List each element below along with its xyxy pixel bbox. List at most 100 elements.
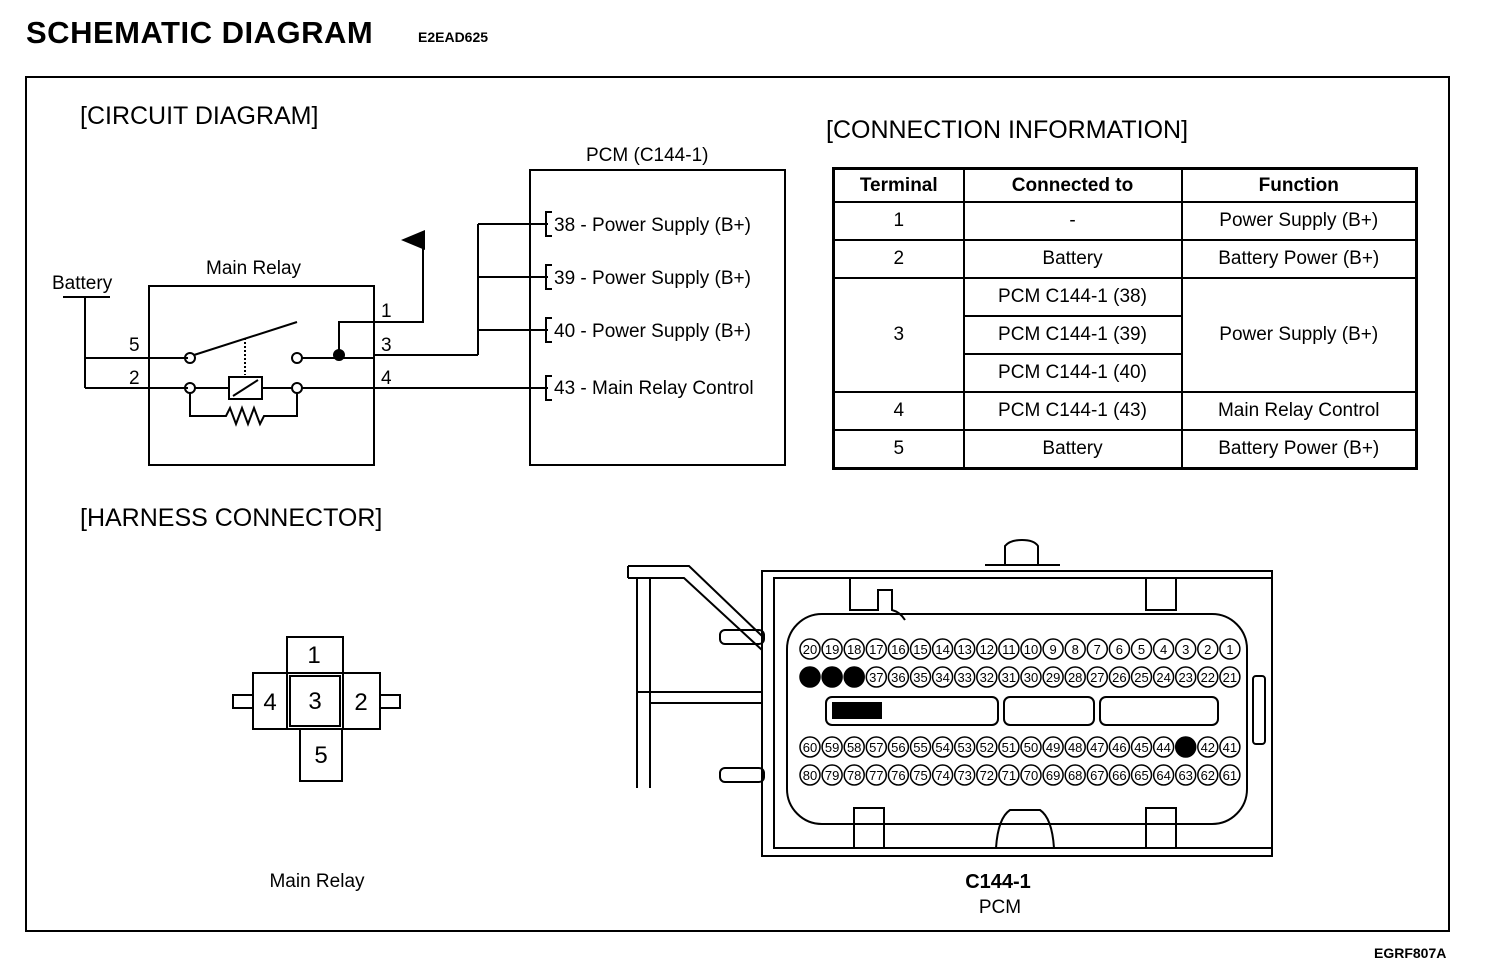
pcm-pin-number: 49 bbox=[1046, 740, 1060, 755]
pcm-pin-1 bbox=[1219, 638, 1241, 660]
pcm-pin-number: 59 bbox=[825, 740, 839, 755]
pcm-pin-27 bbox=[1086, 666, 1109, 688]
pcm-pin-number: 35 bbox=[913, 670, 927, 685]
main-relay-label: Main Relay bbox=[206, 258, 302, 279]
pcm-harness-connector bbox=[627, 538, 1273, 857]
relay-harness-num: 4 bbox=[263, 689, 276, 716]
pcm-pin-number: 16 bbox=[891, 642, 905, 657]
connector-slot-lock bbox=[832, 702, 882, 719]
pcm-pin-79 bbox=[821, 764, 843, 786]
pcm-pin-35 bbox=[909, 666, 932, 688]
cell-function: Power Supply (B+) bbox=[1180, 277, 1418, 393]
pcm-pin-6 bbox=[1108, 638, 1131, 660]
pcm-pin-number: 20 bbox=[803, 642, 817, 657]
pcm-pin-number: 1 bbox=[1226, 642, 1233, 657]
pcm-connector-label: PCM bbox=[979, 897, 1021, 918]
pcm-pin-number: 70 bbox=[1024, 768, 1038, 783]
pcm-pin-number: 31 bbox=[1002, 670, 1016, 685]
pcm-pin-16 bbox=[887, 638, 910, 660]
cell-terminal: 5 bbox=[832, 429, 965, 470]
pcm-pin-number: 50 bbox=[1024, 740, 1038, 755]
pcm-pin-number: 17 bbox=[869, 642, 883, 657]
pcm-pin-number: 57 bbox=[869, 740, 883, 755]
pcm-pin-number: 64 bbox=[1156, 768, 1170, 783]
pcm-pin-number: 79 bbox=[825, 768, 839, 783]
pcm-pin-49 bbox=[1042, 736, 1064, 758]
pcm-pin-55 bbox=[909, 736, 932, 758]
pcm-pin-number: 41 bbox=[1223, 740, 1237, 755]
pcm-pin-61 bbox=[1219, 764, 1241, 786]
pcm-pin-4 bbox=[1152, 638, 1175, 660]
cell-function: Power Supply (B+) bbox=[1180, 201, 1418, 241]
switch-contact-right bbox=[291, 352, 303, 364]
circuit-diagram bbox=[63, 169, 786, 466]
pcm-connector-code: C144-1 bbox=[965, 871, 1031, 893]
pcm-pin-34 bbox=[931, 666, 954, 688]
pcm-pin-40 bbox=[799, 666, 821, 688]
pcm-pin-73 bbox=[953, 764, 976, 786]
coil-node-right bbox=[291, 382, 303, 394]
pcm-pin-52 bbox=[976, 736, 998, 758]
pcm-pin-number: 68 bbox=[1068, 768, 1082, 783]
relay-coil bbox=[228, 376, 263, 400]
pcm-pin-number: 3 bbox=[1182, 642, 1189, 657]
main-relay-box bbox=[148, 285, 375, 466]
pcm-pin-78 bbox=[843, 764, 865, 786]
pcm-pin-12 bbox=[976, 638, 998, 660]
table-row: 3 PCM C144-1 (38) Power Supply (B+) bbox=[832, 277, 1418, 393]
pcm-pin-number: 18 bbox=[847, 642, 861, 657]
circuit-labels: Battery Main Relay PCM (C144-1) 1 3 4 5 … bbox=[52, 145, 754, 399]
pcm-pin-20 bbox=[799, 638, 821, 660]
header-terminal: Terminal bbox=[832, 167, 965, 203]
pcm-pin-72 bbox=[976, 764, 998, 786]
pcm-pin-46 bbox=[1108, 736, 1131, 758]
pcm-pin-22 bbox=[1197, 666, 1219, 688]
pcm-pin-number: 66 bbox=[1112, 768, 1126, 783]
pcm-pin-23 bbox=[1174, 666, 1197, 688]
pcm-pin-41 bbox=[1219, 736, 1241, 758]
pcm-pin-number: 52 bbox=[980, 740, 994, 755]
pcm-pin-number: 71 bbox=[1002, 768, 1016, 783]
page-title: SCHEMATIC DIAGRAM bbox=[26, 15, 374, 50]
pcm-pin-8 bbox=[1064, 638, 1086, 660]
pcm-pin-24 bbox=[1152, 666, 1175, 688]
pcm-pin-57 bbox=[865, 736, 888, 758]
pcm-pin-37 bbox=[865, 666, 888, 688]
pcm-pin-30 bbox=[1020, 666, 1042, 688]
pcm-pin-number: 29 bbox=[1046, 670, 1060, 685]
pcm-pin-44 bbox=[1152, 736, 1175, 758]
pcm-pin-number: 36 bbox=[891, 670, 905, 685]
relay-pin-2: 2 bbox=[129, 368, 140, 389]
pcm-pin-number: 67 bbox=[1090, 768, 1104, 783]
pcm-pin-60 bbox=[799, 736, 821, 758]
pcm-pin-11 bbox=[998, 638, 1020, 660]
pcm-pin-5 bbox=[1130, 638, 1153, 660]
cell-terminal: 1 bbox=[832, 201, 965, 241]
pcm-pin-63 bbox=[1174, 764, 1197, 786]
pcm-pin-number: 77 bbox=[869, 768, 883, 783]
pcm-pin-32 bbox=[976, 666, 998, 688]
pcm-pin-64 bbox=[1152, 764, 1175, 786]
pcm-pin-number: 51 bbox=[1002, 740, 1016, 755]
pcm-pin-71 bbox=[998, 764, 1020, 786]
circuit-diagram-heading: [CIRCUIT DIAGRAM] bbox=[80, 102, 319, 130]
relay-pin-4: 4 bbox=[381, 368, 392, 389]
pcm-pin-number: 19 bbox=[825, 642, 839, 657]
pcm-pin-number: 28 bbox=[1068, 670, 1082, 685]
pin1-arrow-wire bbox=[338, 230, 425, 355]
pcm-pin-38: 38 - Power Supply (B+) bbox=[554, 215, 751, 236]
switch-contact-left bbox=[184, 352, 196, 364]
pcm-pin-number: 10 bbox=[1024, 642, 1038, 657]
relay-resistor bbox=[189, 393, 298, 427]
pcm-pin-29 bbox=[1042, 666, 1064, 688]
pcm-pin-number: 12 bbox=[980, 642, 994, 657]
pcm-pin-68 bbox=[1064, 764, 1086, 786]
pcm-pin-18 bbox=[843, 638, 865, 660]
cell-terminal: 4 bbox=[832, 391, 965, 431]
pcm-pin-number: 60 bbox=[803, 740, 817, 755]
relay-harness-connector bbox=[232, 636, 401, 782]
pcm-pin-62 bbox=[1197, 764, 1219, 786]
pcm-pin-39 bbox=[821, 666, 843, 688]
header-function: Function bbox=[1180, 167, 1418, 203]
pcm-pin-31 bbox=[998, 666, 1020, 688]
